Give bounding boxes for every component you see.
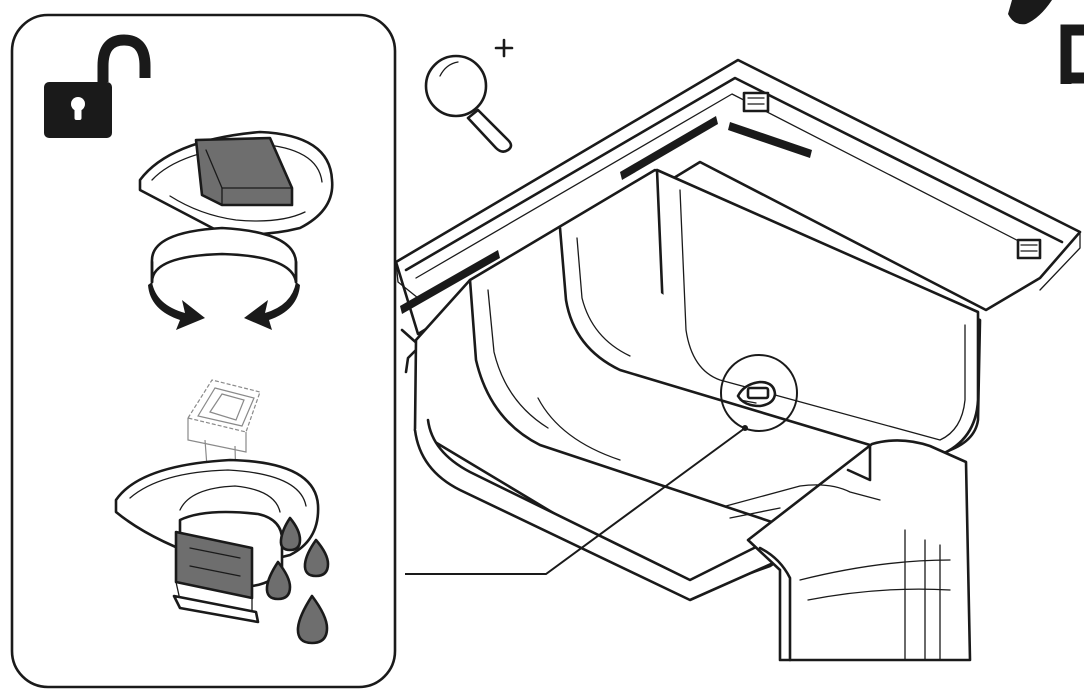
zoom-in-magnifier-icon	[424, 38, 514, 153]
mounting-clip-right	[1016, 238, 1042, 260]
cropped-corner-icon	[1008, 0, 1084, 84]
instruction-panel	[10, 13, 397, 689]
downdraft-duct	[413, 168, 982, 662]
rotate-arrows-icon	[148, 226, 300, 330]
filter-cap-bottom	[114, 458, 320, 624]
mounting-clip-back	[742, 91, 770, 113]
drain-valve-callout-circle	[720, 354, 798, 432]
callout-leader-line	[405, 425, 748, 575]
water-drops-icon	[265, 516, 330, 645]
filter-cap-top	[138, 130, 334, 236]
vent-strips	[400, 116, 812, 314]
unlock-padlock-icon	[44, 34, 151, 138]
cooktop-underside	[394, 58, 1082, 374]
